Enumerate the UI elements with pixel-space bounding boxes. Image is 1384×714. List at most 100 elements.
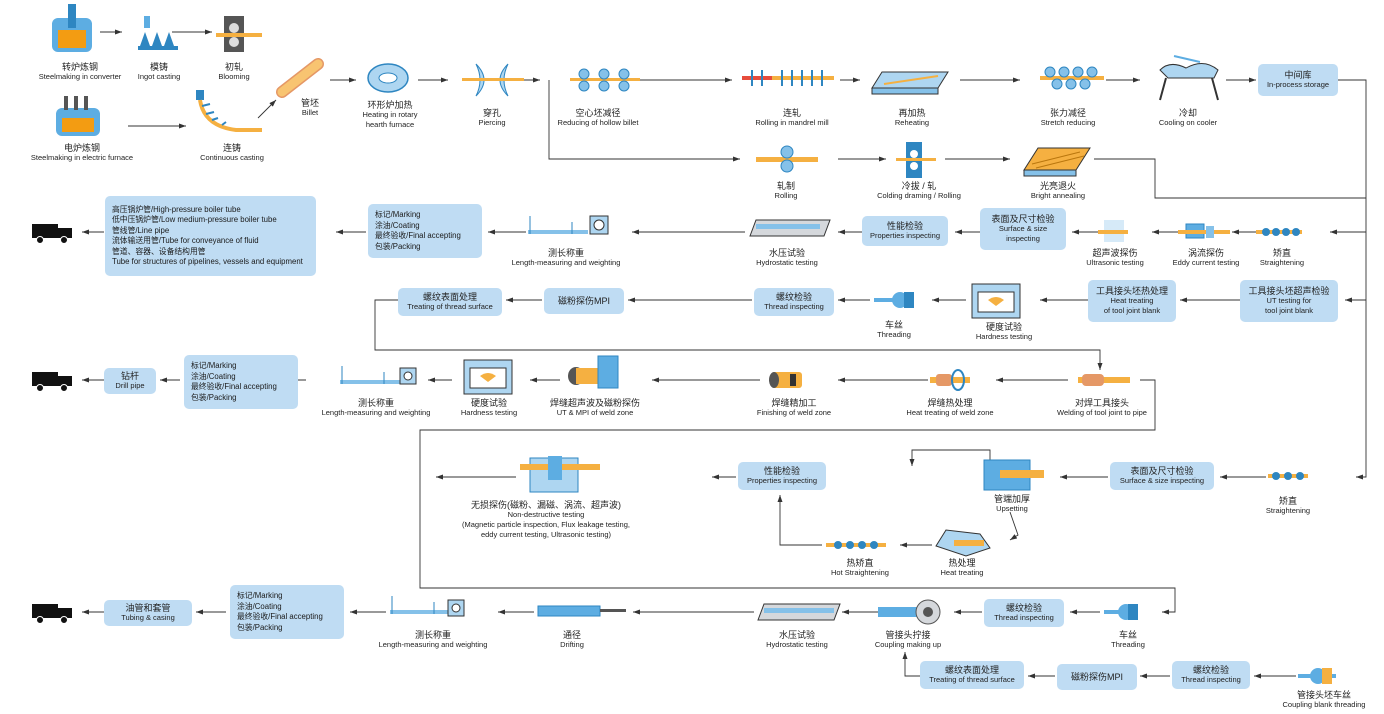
coupling-making-icon xyxy=(878,599,941,625)
piercing-zh: 穿孔 xyxy=(482,108,501,118)
hardness-2-en: Hardness testing xyxy=(460,408,518,417)
tool-joint-heat-box: 工具接头坯热处理 Heat treating of tool joint bla… xyxy=(1088,280,1176,322)
truck-icon-2 xyxy=(32,372,72,392)
piercing-en: Piercing xyxy=(478,118,506,127)
continuous-casting-en: Continuous casting xyxy=(200,153,264,162)
tool-joint-heat-zh: 工具接头坯热处理 xyxy=(1095,286,1168,296)
ultrasonic-en: Ultrasonic testing xyxy=(1086,258,1144,267)
upsetting-icon xyxy=(983,459,1044,491)
marking-1-line-4: 包装/Packing xyxy=(375,241,421,251)
billet-label: 管坯 Billet xyxy=(282,98,338,118)
surface-size-1-zh: 表面及尺寸检验 xyxy=(991,214,1055,224)
hydrostatic-2-zh: 水压试验 xyxy=(778,630,815,640)
threading-1-zh: 车丝 xyxy=(884,320,903,330)
thread-surface-1-box: 螺纹表面处理 Treating of thread surface xyxy=(398,288,502,316)
marking-1-line-2: 涂油/Coating xyxy=(375,220,420,230)
length-measuring-2-zh: 测长称重 xyxy=(357,398,394,408)
hardness-2-zh: 硬度试验 xyxy=(470,398,507,408)
hardness-icon-2 xyxy=(463,359,513,395)
ndt-en1: Non-destructive testing xyxy=(507,510,585,519)
properties-2-en: Properties inspecting xyxy=(746,476,818,485)
cooling-zh: 冷却 xyxy=(1178,108,1197,118)
thread-surface-1-en: Treating of thread surface xyxy=(407,302,493,311)
billet-zh: 管坯 xyxy=(300,98,319,108)
weld-heat-en: Heat treating of weld zone xyxy=(906,408,994,417)
thread-inspect-3-en: Thread inspecting xyxy=(1181,675,1241,684)
truck-icon-3 xyxy=(32,604,72,624)
products-line-3: 管线管/Line pipe xyxy=(112,225,170,235)
ndt-en2: (Magnetic particle inspection, Flux leak… xyxy=(461,520,630,529)
colding-zh: 冷拔 / 轧 xyxy=(901,181,937,191)
billet-icon xyxy=(276,58,324,98)
straightening-icon-1 xyxy=(1256,228,1302,236)
hardness-icon-1 xyxy=(971,283,1021,319)
coupling-blank-label: 管接头坯车丝 Coupling blank threading xyxy=(1272,690,1376,710)
continuous-casting-label: 连铸 Continuous casting xyxy=(182,143,282,163)
welding-tool-en: Welding of tool joint to pipe xyxy=(1057,408,1147,417)
blooming-label: 初轧 Blooming xyxy=(204,62,264,82)
surface-size-2-box: 表面及尺寸检验 Surface & size inspecting xyxy=(1110,462,1214,490)
marking-3-line-3: 最终验收/Final accepting xyxy=(237,612,323,621)
length-measuring-1-zh: 测长称重 xyxy=(547,248,584,258)
weld-ut-icon xyxy=(568,355,619,389)
bright-annealing-icon xyxy=(1023,147,1091,177)
straightening-1-zh: 矫直 xyxy=(1272,248,1291,258)
thread-surface-2-zh: 螺纹表面处理 xyxy=(944,665,999,675)
reheating-en: Reheating xyxy=(894,118,930,127)
length-measuring-icon-2 xyxy=(340,366,417,385)
blooming-icon xyxy=(216,16,262,52)
cooling-en: Cooling on cooler xyxy=(1158,118,1218,127)
bright-annealing-zh: 光亮退火 xyxy=(1039,181,1076,191)
thread-inspect-2-box: 螺纹检验 Thread inspecting xyxy=(984,599,1064,627)
steelmaking-converter-label: 转炉炼钢 Steelmaking in converter xyxy=(24,62,136,82)
marking-1-line-1: 标记/Marking xyxy=(375,210,421,219)
thread-inspect-3-box: 螺纹检验 Thread inspecting xyxy=(1172,661,1250,689)
continuous-casting-zh: 连铸 xyxy=(222,143,241,153)
surface-size-2-en: Surface & size inspecting xyxy=(1119,476,1205,485)
thread-surface-2-box: 螺纹表面处理 Treating of thread surface xyxy=(920,661,1024,689)
drifting-icon xyxy=(537,605,626,617)
weld-ut-mpi-en: UT & MPI of weld zone xyxy=(556,408,634,417)
cold-drawing-icon xyxy=(896,142,936,178)
coupling-blank-icon xyxy=(1298,668,1336,684)
rolling-en: Rolling xyxy=(774,191,798,200)
straightening-2-zh: 矫直 xyxy=(1278,496,1297,506)
hydrostatic-icon-2 xyxy=(757,603,841,621)
heating-rotary-label: 环形炉加热 Heating in rotary hearth furnace xyxy=(350,100,430,130)
bright-annealing-en: Bright annealing xyxy=(1030,191,1086,200)
hot-straightening-icon xyxy=(826,541,886,549)
upsetting-zh: 管端加厚 xyxy=(993,494,1030,504)
tool-joint-ut-zh: 工具接头坯超声检验 xyxy=(1248,286,1330,296)
weld-ut-mpi-label: 焊缝超声波及磁粉探伤 UT & MPI of weld zone xyxy=(540,398,650,418)
coupling-making-label: 管接头拧接 Coupling making up xyxy=(862,630,954,650)
reheating-zh: 再加热 xyxy=(898,108,926,118)
steelmaking-electric-en: Steelmaking in electric furnace xyxy=(30,153,134,162)
heat-treating-en: Heat treating xyxy=(940,568,984,577)
heating-rotary-en2: hearth furnace xyxy=(365,120,415,129)
rolling-mandrel-label: 连轧 Rolling in mandrel mill xyxy=(744,108,840,128)
surface-size-1-en2: inspecting xyxy=(1006,234,1040,243)
blooming-zh: 初轧 xyxy=(224,62,243,72)
length-measuring-1-en: Length-measuring and weighting xyxy=(511,258,621,267)
thread-inspect-1-zh: 螺纹检验 xyxy=(775,292,812,302)
surface-size-2-zh: 表面及尺寸检验 xyxy=(1130,466,1194,476)
hot-straightening-zh: 热矫直 xyxy=(846,558,874,568)
thread-surface-1-zh: 螺纹表面处理 xyxy=(422,292,477,302)
flow-arrows xyxy=(82,29,1367,679)
thread-inspect-1-en: Thread inspecting xyxy=(764,302,824,311)
drifting-en: Drifting xyxy=(560,640,584,649)
tool-joint-heat-en2: of tool joint blank xyxy=(1103,306,1161,315)
hardness-2-label: 硬度试验 Hardness testing xyxy=(454,398,524,418)
marking-2-line-3: 最终验收/Final accepting xyxy=(191,382,277,391)
marking-box-2: 标记/Marking 涂油/Coating 最终验收/Final accepti… xyxy=(184,355,298,409)
ndt-en3: eddy current testing, Ultrasonic testing… xyxy=(480,530,612,539)
threading-2-label: 车丝 Threading xyxy=(1100,630,1156,650)
marking-3-line-4: 包装/Packing xyxy=(237,622,283,632)
products-line-6: Tube for structures of pipelines, vessel… xyxy=(112,257,303,266)
straightening-1-en: Straightening xyxy=(1259,258,1305,267)
thread-inspect-2-zh: 螺纹检验 xyxy=(1005,603,1042,613)
rolling-zh: 轧制 xyxy=(776,181,795,191)
upsetting-label: 管端加厚 Upsetting xyxy=(982,494,1042,514)
reducing-hollow-label: 空心坯减径 Reducing of hollow billet xyxy=(546,108,650,128)
heat-treating-label: 热处理 Heat treating xyxy=(928,558,996,578)
